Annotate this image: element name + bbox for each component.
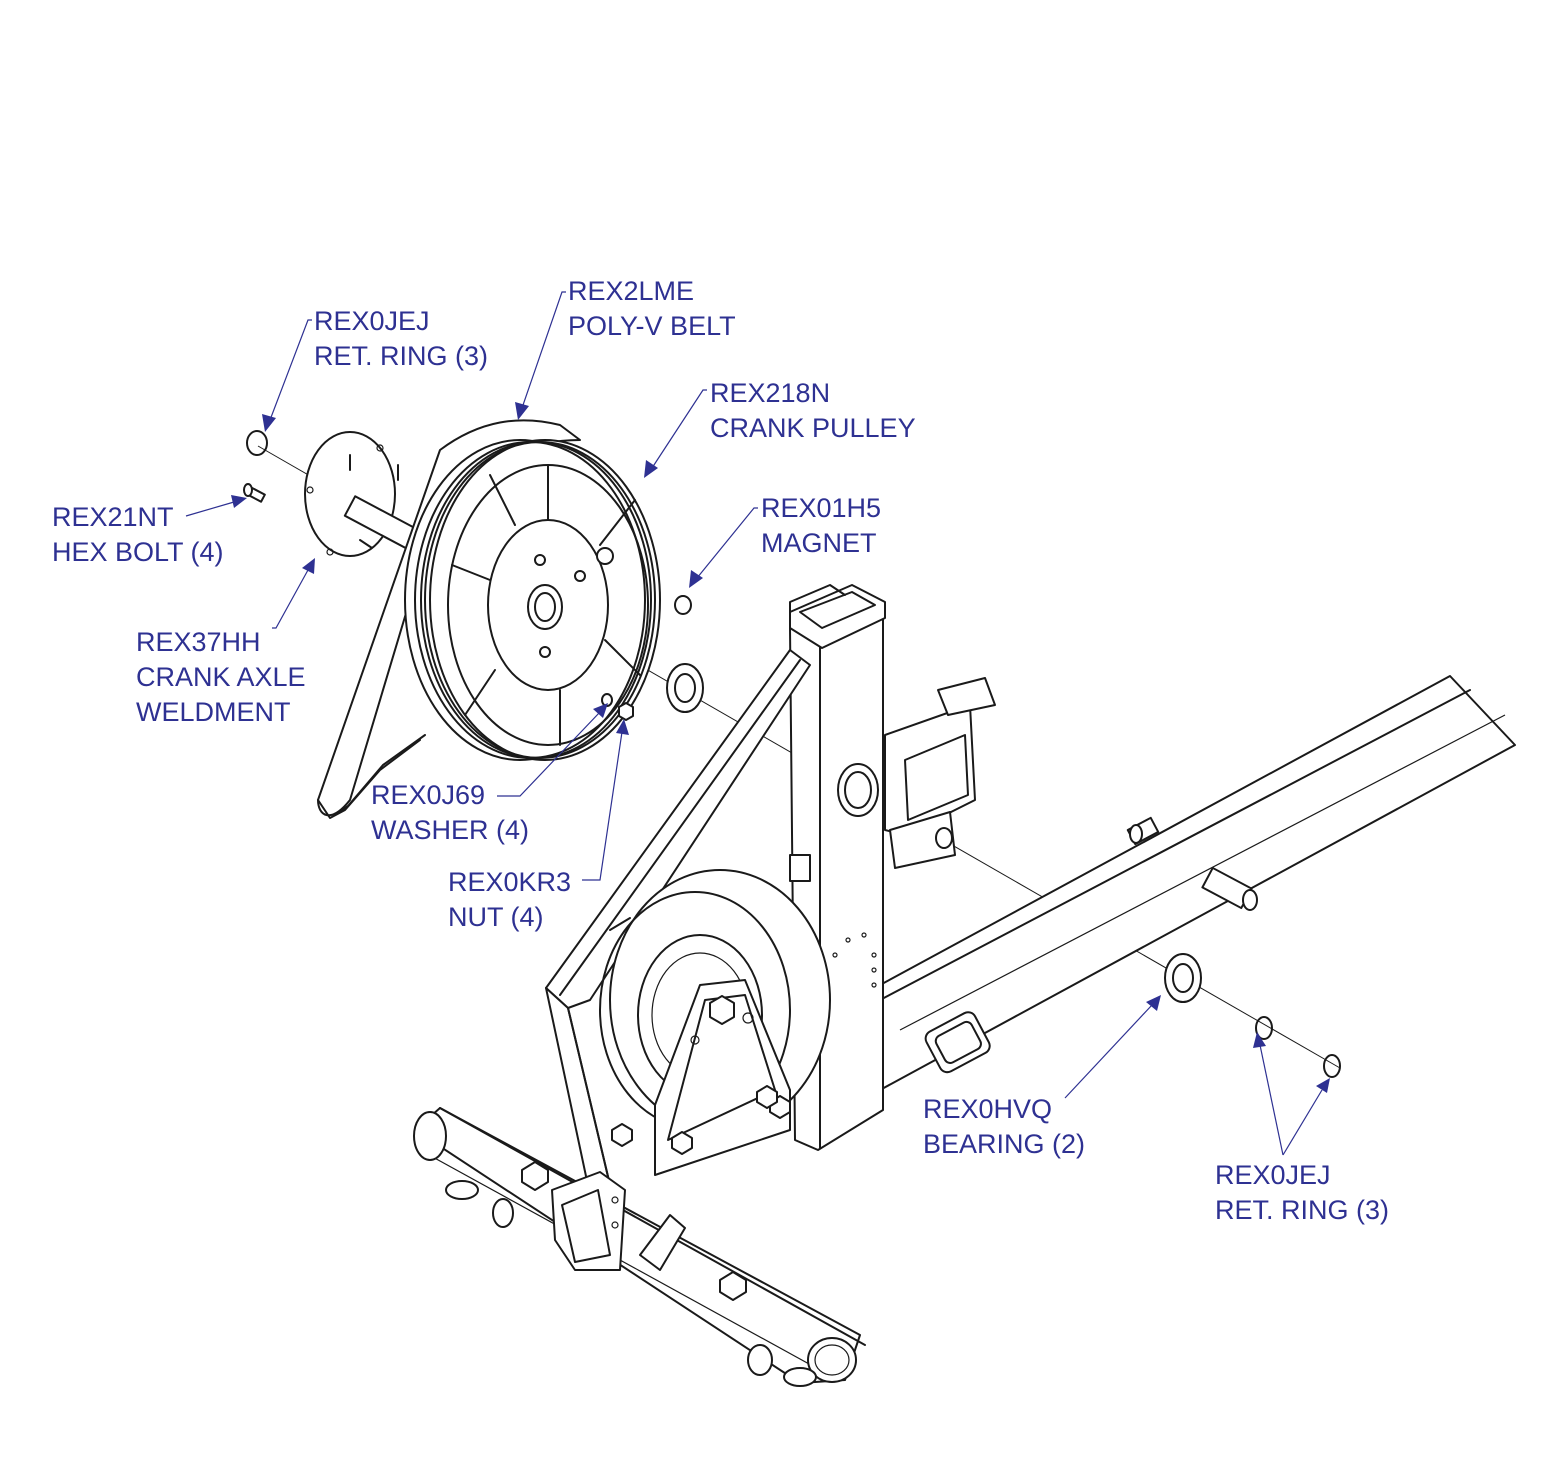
part-description: MAGNET — [761, 528, 877, 558]
part-description: WASHER (4) — [371, 815, 530, 845]
crank-axle-weldment — [304, 431, 437, 557]
leader-lines — [185, 291, 1330, 1156]
diagonal-support-arm — [545, 649, 811, 1271]
part-number: REX0KR3 — [448, 867, 572, 897]
magnet — [674, 595, 692, 615]
part-description: POLY-V BELT — [568, 311, 736, 341]
bearing-rear — [1164, 953, 1202, 1003]
retaining-ring-top — [246, 430, 268, 456]
retaining-ring-rear-2 — [1323, 1054, 1341, 1078]
hex-bolt — [243, 483, 266, 503]
callout-rex01h5: REX01H5 MAGNET — [761, 491, 881, 561]
part-number: REX0HVQ — [923, 1094, 1053, 1124]
callout-rex0kr3: REX0KR3 NUT (4) — [448, 865, 571, 935]
part-description: NUT (4) — [448, 902, 544, 932]
callout-rex218n: REX218N CRANK PULLEY — [710, 376, 916, 446]
part-description-line2: WELDMENT — [136, 697, 291, 727]
part-number: REX218N — [710, 378, 831, 408]
callout-rex0j69: REX0J69 WASHER (4) — [371, 778, 529, 848]
part-description: HEX BOLT (4) — [52, 537, 224, 567]
part-number: REX01H5 — [761, 493, 882, 523]
part-description: RET. RING (3) — [314, 341, 489, 371]
main-rail — [879, 675, 1516, 1091]
callout-rex21nt: REX21NT HEX BOLT (4) — [52, 500, 224, 570]
seat-rail-peg-2 — [1201, 866, 1258, 911]
callout-rex0jej-bottom: REX0JEJ RET. RING (3) — [1215, 1158, 1389, 1228]
seat-rail-peg-1 — [1126, 816, 1160, 846]
retaining-ring-rear-1 — [1255, 1016, 1273, 1040]
part-number: REX0JEJ — [1215, 1160, 1331, 1190]
part-number: REX21NT — [52, 502, 174, 532]
part-number: REX0J69 — [371, 780, 486, 810]
callout-rex2lme: REX2LME POLY-V BELT — [568, 274, 736, 344]
part-description: RET. RING (3) — [1215, 1195, 1390, 1225]
part-number: REX2LME — [568, 276, 695, 306]
brake-housing — [884, 677, 996, 869]
part-description: BEARING (2) — [923, 1129, 1086, 1159]
flywheel — [599, 869, 831, 1176]
callout-rex37hh: REX37HH CRANK AXLE WELDMENT — [136, 625, 306, 730]
part-number: REX0JEJ — [314, 306, 430, 336]
part-description: CRANK AXLE — [136, 662, 306, 692]
nut — [618, 702, 634, 721]
base-stabilizer — [413, 1107, 866, 1387]
bearing-front — [666, 663, 704, 713]
part-number: REX37HH — [136, 627, 261, 657]
crank-pulley — [404, 439, 661, 761]
callout-rex0hvq: REX0HVQ BEARING (2) — [923, 1092, 1085, 1162]
callout-rex0jej-top: REX0JEJ RET. RING (3) — [314, 304, 488, 374]
part-description: CRANK PULLEY — [710, 413, 916, 443]
